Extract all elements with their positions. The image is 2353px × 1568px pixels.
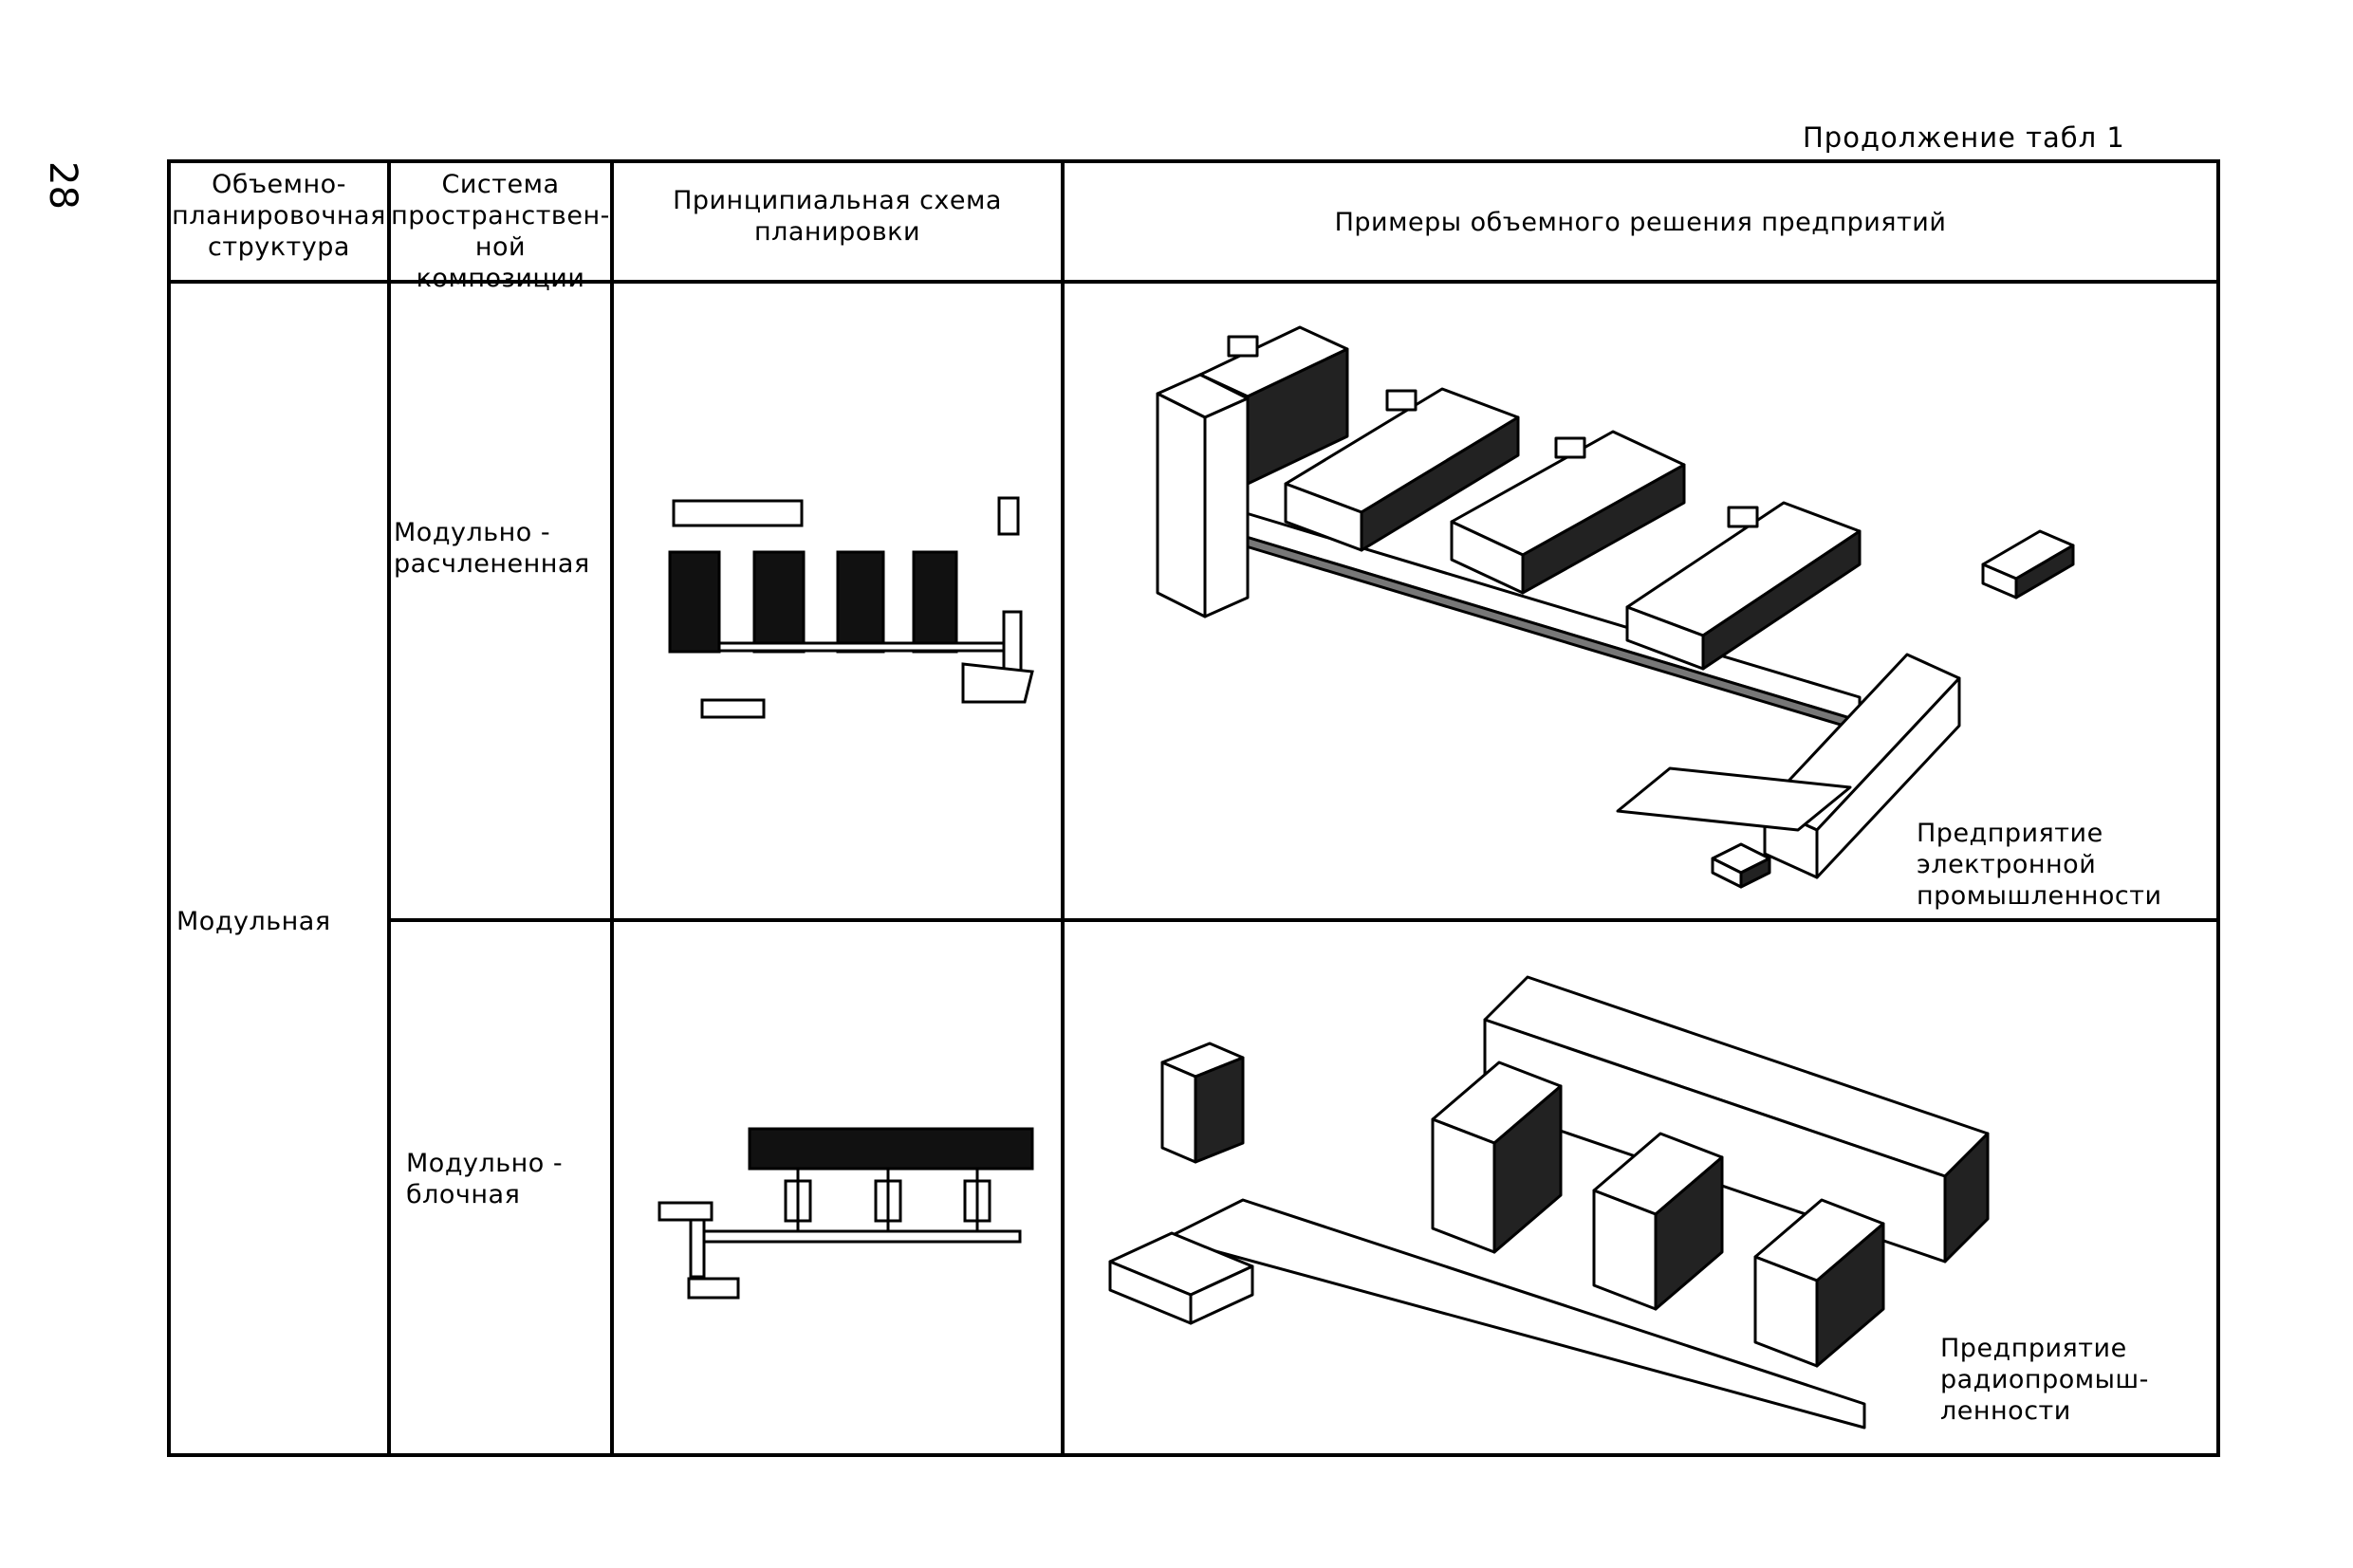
system-label-1: Модульно - расчлененная bbox=[394, 517, 590, 580]
example-illustration-1 bbox=[1156, 325, 2075, 889]
table-grid bbox=[167, 159, 2220, 1457]
example-caption-1-line-1: Предприятие bbox=[1917, 819, 2103, 848]
header-structure-line-3: структура bbox=[208, 232, 350, 262]
header-system-line-1: Система bbox=[441, 170, 560, 199]
system-label-2-line-2: блочная bbox=[406, 1180, 521, 1209]
example-caption-1-line-3: промышленности bbox=[1917, 881, 2162, 911]
example-caption-2-line-3: ленности bbox=[1940, 1396, 2071, 1426]
header-system-line-3: ной композиции bbox=[416, 232, 585, 293]
example-caption-1-line-2: электронной bbox=[1917, 850, 2097, 879]
plan-scheme-2 bbox=[658, 1127, 1034, 1300]
system-label-1-line-1: Модульно - bbox=[394, 518, 551, 547]
header-structure: Объемно- планировочная структура bbox=[171, 169, 387, 263]
system-label-2-line-1: Модульно - bbox=[406, 1149, 564, 1178]
example-caption-2: Предприятие радиопромыш- ленности bbox=[1940, 1333, 2149, 1427]
example-illustration-2 bbox=[1108, 975, 1990, 1430]
example-caption-2-line-2: радиопромыш- bbox=[1940, 1365, 2149, 1394]
table-continuation-caption: Продолжение табл 1 bbox=[1803, 121, 2125, 154]
header-structure-line-2: планировочная bbox=[172, 201, 386, 231]
header-plan-scheme-line-2: планировки bbox=[753, 217, 921, 247]
header-system: Система пространствен- ной композиции bbox=[391, 169, 610, 294]
header-plan-scheme: Принципиальная схема планировки bbox=[614, 185, 1061, 248]
example-caption-1: Предприятие электронной промышленности bbox=[1917, 818, 2162, 912]
example-caption-2-line-1: Предприятие bbox=[1940, 1334, 2127, 1363]
system-label-1-line-2: расчлененная bbox=[394, 549, 590, 579]
header-examples: Примеры объемного решения предприятий bbox=[1334, 208, 1947, 237]
system-label-2: Модульно - блочная bbox=[406, 1148, 563, 1210]
header-system-line-2: пространствен- bbox=[391, 201, 610, 231]
structure-label: Модульная bbox=[176, 907, 331, 936]
plan-scheme-1 bbox=[668, 496, 1034, 719]
header-structure-line-1: Объемно- bbox=[212, 170, 346, 199]
header-plan-scheme-line-1: Принципиальная схема bbox=[673, 186, 1002, 215]
